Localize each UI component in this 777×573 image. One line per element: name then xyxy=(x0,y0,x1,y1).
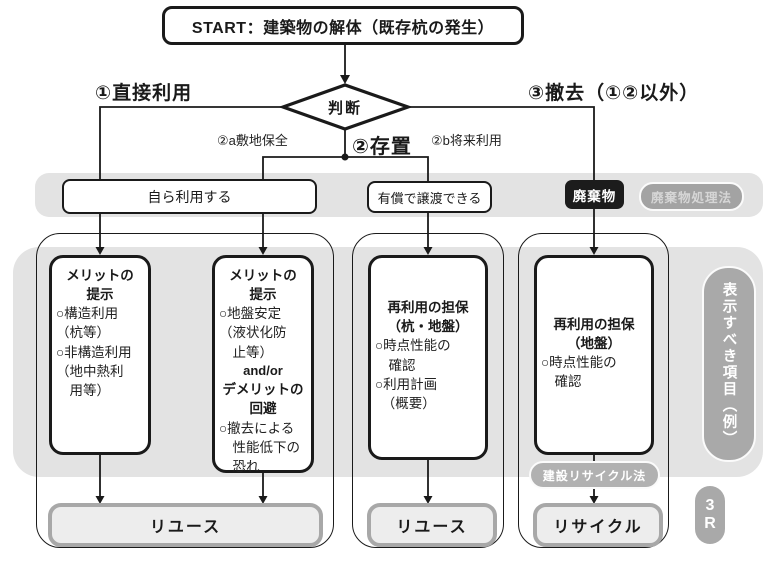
branch-future-use-label: ②b将来利用 xyxy=(431,133,502,148)
branch-leave-label: ②存置 xyxy=(352,136,412,158)
self-use-node: 自ら利用する xyxy=(62,179,317,214)
reuse-2-label: リユース xyxy=(396,519,468,536)
merit-leave-title: メリットの 提示 xyxy=(229,268,297,303)
reuse-outcome-1: リユース xyxy=(48,503,323,547)
branch-site-preservation-label: ②a敷地保全 xyxy=(217,133,288,148)
reuse-1-label: リユース xyxy=(149,519,222,536)
merit-leave-box: メリットの 提示 ○地盤安定 （液状化防 止等） and/or デメリットの 回… xyxy=(212,255,314,474)
paid-transfer-node: 有償で譲渡できる xyxy=(367,181,492,213)
three-r-badge: 3 R xyxy=(695,486,725,544)
reuse-outcome-2: リユース xyxy=(367,503,497,547)
guarantee-pile-ground-title: 再利用の担保 （杭・地盤） xyxy=(387,300,469,335)
decision-node-label: 判断 xyxy=(327,99,362,117)
guarantee-ground-box: 再利用の担保 （地盤） ○時点性能の 確認 xyxy=(534,255,654,455)
merit-leave-body2: ○撤去による 性能低下の 恐れ xyxy=(219,420,300,474)
merit-leave-title2: デメリットの 回避 xyxy=(222,382,304,417)
merit-leave-andor: and/or xyxy=(243,362,283,378)
self-use-label: 自ら利用する xyxy=(147,188,232,205)
paid-transfer-label: 有償で譲渡できる xyxy=(377,190,482,206)
waste-label: 廃棄物 xyxy=(572,188,617,204)
merit-leave-body1: ○地盤安定 （液状化防 止等） xyxy=(219,306,287,360)
recycle-law-pill: 建設リサイクル法 xyxy=(529,461,660,489)
merit-direct-title: メリットの 提示 xyxy=(66,268,134,303)
start-label: START：建築物の解体（既存杭の発生） xyxy=(191,19,495,37)
merit-direct-box: メリットの 提示 ○構造利用 （杭等） ○非構造利用 （地中熱利 用等） xyxy=(49,255,151,455)
recycle-outcome: リサイクル xyxy=(533,503,663,547)
waste-law-label: 廃棄物処理法 xyxy=(650,191,732,205)
branch-direct-use-label: ①直接利用 xyxy=(95,83,193,104)
waste-law-pill: 廃棄物処理法 xyxy=(639,182,744,211)
branch-removal-label: ③撤去（①②以外） xyxy=(528,83,700,104)
guarantee-ground-title: 再利用の担保 （地盤） xyxy=(553,316,635,351)
guarantee-pile-ground-box: 再利用の担保 （杭・地盤） ○時点性能の 確認 ○利用計画 （概要） xyxy=(368,255,488,460)
merit-direct-body: ○構造利用 （杭等） ○非構造利用 （地中熱利 用等） xyxy=(56,306,132,398)
waste-node: 廃棄物 xyxy=(565,180,624,209)
container-direct-use xyxy=(36,233,334,548)
guarantee-ground-body: ○時点性能の 確認 xyxy=(541,355,617,390)
display-items-label: 表示すべき項目（例） xyxy=(720,281,737,447)
display-items-pill: 表示すべき項目（例） xyxy=(702,266,756,462)
start-node: START：建築物の解体（既存杭の発生） xyxy=(162,6,524,45)
guarantee-pile-ground-body: ○時点性能の 確認 ○利用計画 （概要） xyxy=(375,338,451,411)
recycle-label: リサイクル xyxy=(553,519,643,536)
container-leave xyxy=(352,233,504,548)
recycle-law-label: 建設リサイクル法 xyxy=(542,468,647,483)
junction-dot xyxy=(341,153,349,161)
container-removal xyxy=(518,233,669,548)
